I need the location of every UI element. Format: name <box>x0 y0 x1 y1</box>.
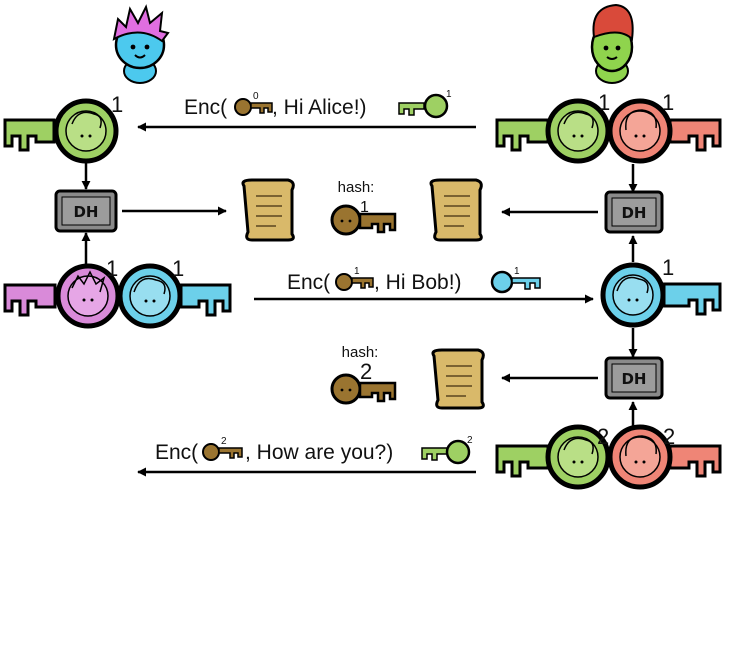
bob-cyan-key <box>600 262 722 328</box>
hash-label-1: hash: <box>338 179 375 196</box>
message-1-chain-key-icon <box>234 98 273 116</box>
message-2-text: , Hi Bob!) <box>374 271 462 294</box>
shared-secret-scroll-right <box>429 178 483 242</box>
message-3-ratchet-key-icon <box>421 439 471 465</box>
message-3-chain-key-icon <box>202 443 243 461</box>
alice-green-ratchet-key <box>3 98 119 164</box>
shared-secret-scroll-left <box>241 178 295 242</box>
bob-green-ratchet-key-bottom <box>495 424 611 490</box>
message-3-ratchet-key-index: 2 <box>467 435 473 446</box>
alice-green-key-index: 1 <box>111 92 123 117</box>
bob-dh-box-1: DH <box>604 190 664 234</box>
alice-avatar <box>112 4 170 84</box>
message-2: Enc( 1 , Hi Bob!) 1 <box>287 266 541 294</box>
alice-dh-label: DH <box>73 203 98 221</box>
alice-cyan-key <box>117 263 232 329</box>
hash-chain-key-2 <box>330 373 397 405</box>
message-1-text: , Hi Alice!) <box>272 96 367 119</box>
bob-red-identity-key-bottom <box>607 424 722 490</box>
bob-dh-box-2: DH <box>604 356 664 400</box>
bob-cyan-key-index: 1 <box>662 255 674 280</box>
message-2-prefix: Enc( <box>287 271 330 294</box>
hash-chain-key-1-index: 1 <box>360 199 369 216</box>
message-2-chain-key-index: 1 <box>354 266 360 277</box>
alice-pink-key-index: 1 <box>106 256 118 281</box>
bob-avatar <box>590 3 634 84</box>
alice-pink-identity-key <box>3 263 121 329</box>
bob-dh-label-1: DH <box>621 204 646 222</box>
message-1: Enc( 0 , Hi Alice!) 1 <box>184 89 452 119</box>
hash-label-2: hash: <box>342 344 379 361</box>
bob-green-key-top-index: 1 <box>598 90 610 115</box>
message-3-chain-key-index: 2 <box>221 436 227 447</box>
message-1-ratchet-key-icon <box>398 93 449 119</box>
message-1-prefix: Enc( <box>184 96 227 119</box>
message-3-text: , How are you?) <box>245 441 393 464</box>
message-2-chain-key-icon <box>335 273 374 291</box>
message-1-chain-key-index: 0 <box>253 91 259 102</box>
message-2-cyan-key-icon <box>490 270 541 294</box>
shared-secret-scroll-lower <box>431 348 485 410</box>
bob-red-key-bottom-index: 2 <box>663 424 675 449</box>
alice-dh-box: DH <box>54 189 118 233</box>
hash-chain-key-1 <box>330 204 397 236</box>
bob-red-identity-key-top <box>607 98 722 164</box>
bob-dh-label-2: DH <box>621 370 646 388</box>
message-2-cyan-key-index: 1 <box>514 266 520 277</box>
message-3: Enc( 2 , How are you?) 2 <box>155 435 473 465</box>
bob-red-key-top-index: 1 <box>662 90 674 115</box>
bob-green-ratchet-key-top <box>495 98 611 164</box>
bob-green-key-bottom-index: 2 <box>597 424 609 449</box>
message-1-ratchet-key-index: 1 <box>446 89 452 100</box>
message-3-prefix: Enc( <box>155 441 198 464</box>
alice-cyan-key-index: 1 <box>172 256 184 281</box>
hash-chain-key-2-index: 2 <box>360 359 372 384</box>
